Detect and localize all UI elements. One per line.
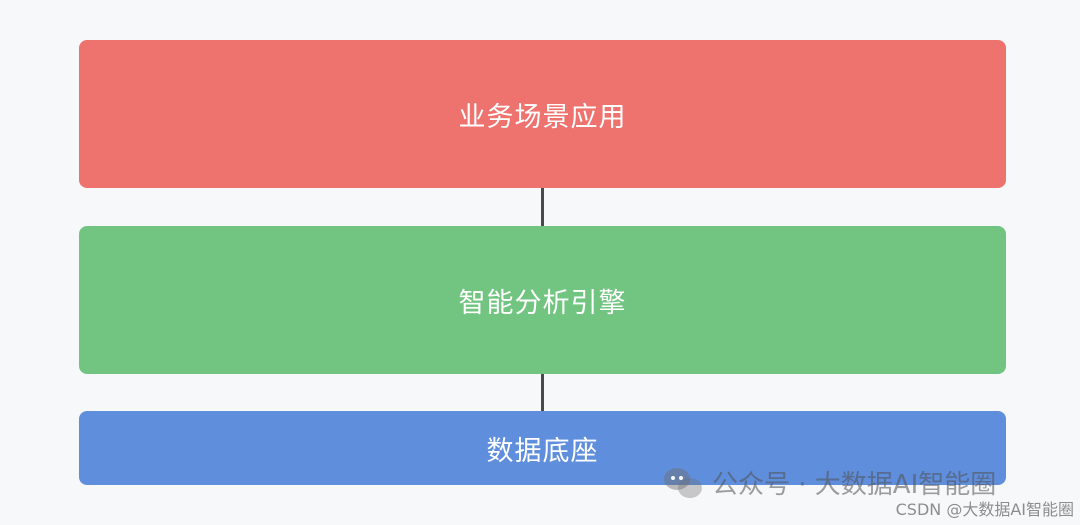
- layer-label: 数据底座: [486, 435, 599, 467]
- connector-line-bottom: [541, 371, 544, 413]
- watermark-text: 公众号 · 大数据AI智能圈: [712, 470, 997, 500]
- watermark: 公众号 · 大数据AI智能圈: [664, 464, 996, 501]
- layer-label: 智能分析引擎: [458, 287, 627, 319]
- connector-line-top: [541, 186, 544, 228]
- layer-analysis-engine: 智能分析引擎: [79, 226, 1006, 374]
- layer-business-scenario: 业务场景应用: [79, 40, 1006, 188]
- layer-label: 业务场景应用: [458, 101, 627, 133]
- source-credit: CSDN @大数据AI智能圈: [895, 500, 1074, 519]
- wechat-icon: [664, 466, 704, 500]
- layer-data-foundation: 数据底座: [79, 411, 1006, 485]
